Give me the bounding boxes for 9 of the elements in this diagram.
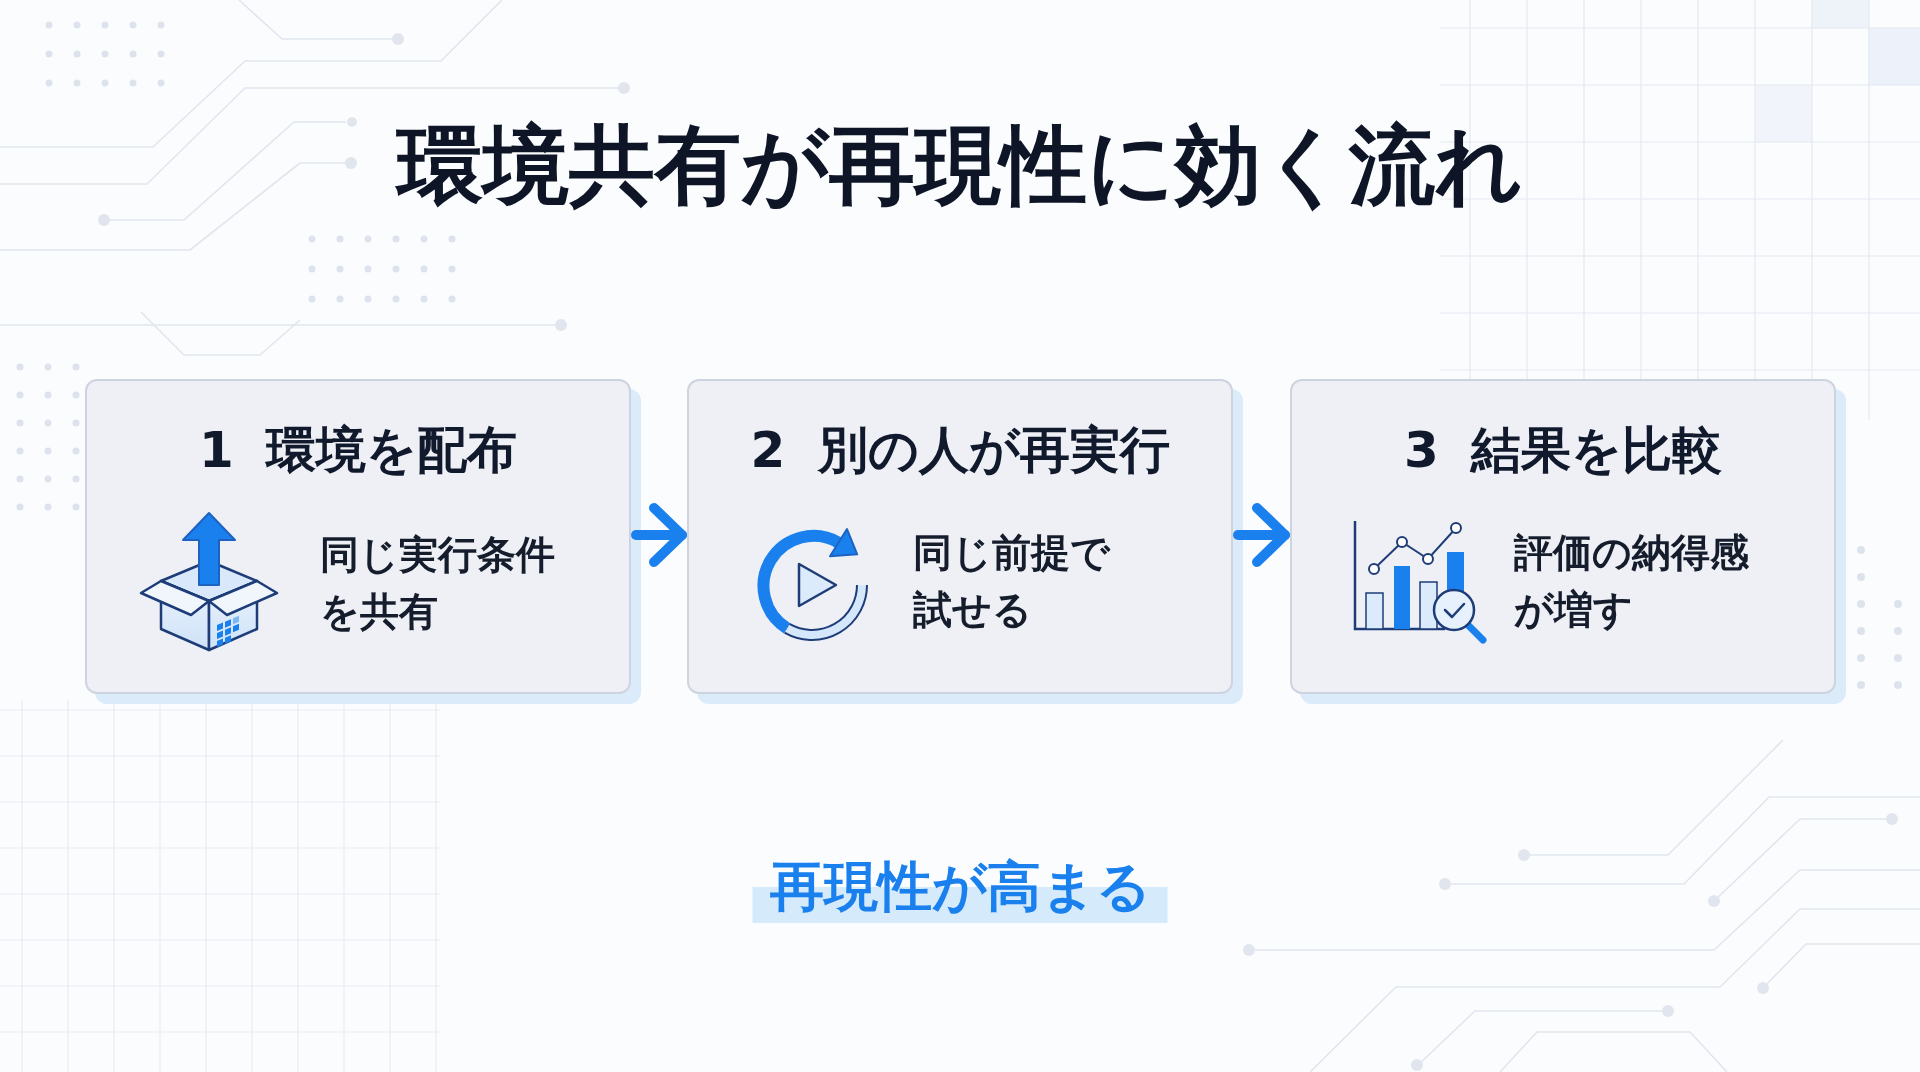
step-title: 3 結果を比較 [1403,420,1723,480]
step-title: 2 別の人が再実行 [750,420,1170,480]
arrow [1233,503,1290,567]
step-description: 同じ実行条件を共有 [320,531,556,636]
arrow [631,503,687,567]
step-description: 評価の納得感が増す [1514,529,1750,634]
step-title: 1 環境を配布 [198,420,518,480]
step-description: 同じ前提で試せる [913,529,1112,634]
title: 環境共有が再現性に効く流れ [397,115,1523,215]
